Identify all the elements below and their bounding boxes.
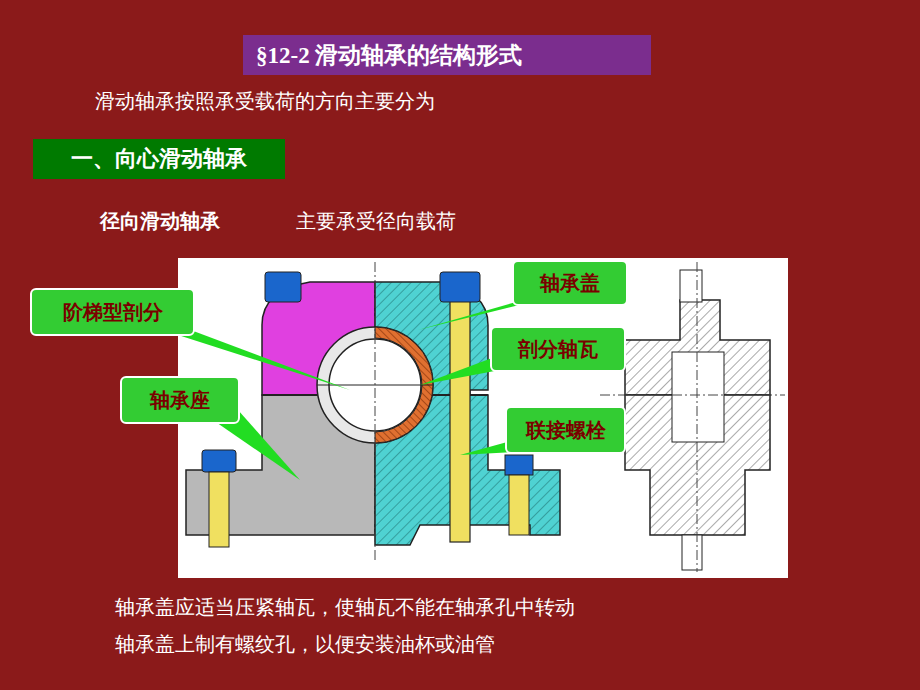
callout-box: 轴承盖 bbox=[512, 260, 628, 306]
callout-box: 阶梯型剖分 bbox=[30, 288, 195, 336]
part-name: 联接螺栓 bbox=[526, 417, 606, 444]
part-name: 阶梯型剖分 bbox=[63, 299, 163, 326]
section-heading: 一、向心滑动轴承 bbox=[71, 144, 247, 174]
part-name: 轴承座 bbox=[150, 387, 210, 414]
callout-box: 剖分轴瓦 bbox=[490, 326, 626, 372]
description-text: 主要承受径向载荷 bbox=[296, 208, 456, 235]
slide-title: §12-2 滑动轴承的结构形式 bbox=[256, 40, 522, 71]
section-box: 一、向心滑动轴承 bbox=[33, 139, 285, 179]
note-text: 轴承盖上制有螺纹孔，以便安装油杯或油管 bbox=[115, 631, 495, 658]
intro-text: 滑动轴承按照承受载荷的方向主要分为 bbox=[95, 88, 435, 115]
part-name: 轴承盖 bbox=[540, 270, 600, 297]
callout-box: 轴承座 bbox=[120, 376, 240, 424]
callout-box: 联接螺栓 bbox=[505, 406, 626, 454]
part-name: 剖分轴瓦 bbox=[518, 336, 598, 363]
term-text: 径向滑动轴承 bbox=[100, 208, 220, 235]
note-text: 轴承盖应适当压紧轴瓦，使轴瓦不能在轴承孔中转动 bbox=[115, 594, 575, 621]
